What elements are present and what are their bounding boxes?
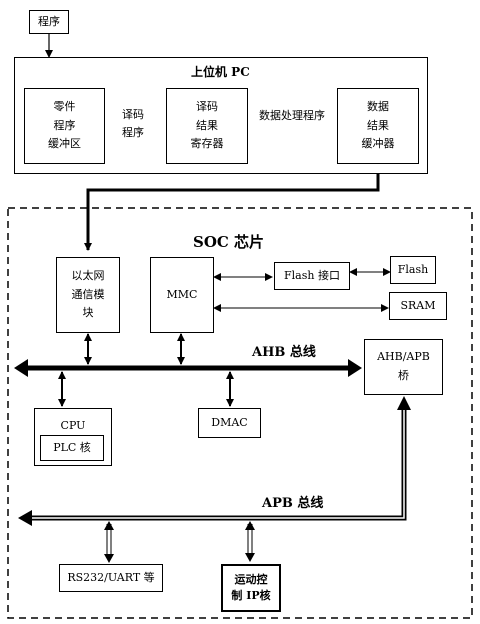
cpu-label: CPU	[60, 419, 86, 432]
process-arrow-label: 数据处理程序	[259, 109, 325, 122]
motion-apb-bottom-head	[245, 553, 255, 562]
dmac-box: DMAC	[198, 408, 261, 438]
ethernet-box: 以太网 通信模 块	[56, 257, 120, 333]
motion-apb-top-head	[245, 521, 255, 530]
rs232-uart-box: RS232/UART 等	[59, 564, 163, 592]
rs232-apb-bottom-head	[104, 554, 114, 563]
part-buffer-box: 零件 程序 缓冲区	[24, 88, 105, 164]
ahb-bus-left-head	[14, 359, 28, 377]
motion-control-ip-box: 运动控 制 IP核	[221, 564, 281, 612]
mmc-box: MMC	[150, 257, 214, 333]
sram-box: SRAM	[389, 292, 447, 320]
flash-interface-box: Flash 接口	[274, 262, 350, 290]
plc-core-box: PLC 核	[40, 435, 104, 461]
rs232-apb-top-head	[104, 521, 114, 530]
ahb-bus-right-head	[348, 359, 362, 377]
program-box: 程序	[29, 10, 69, 34]
pc-to-ethernet-line	[84, 164, 380, 251]
data-buffer-box: 数据 结果 缓冲器	[337, 88, 419, 164]
decode-register-box: 译码 结果 寄存器	[166, 88, 248, 164]
soc-title: SOC 芯片	[193, 233, 265, 251]
apb-bus-label: APB 总线	[262, 496, 324, 511]
decode-arrow-label: 译码 程序	[122, 108, 144, 139]
bridge-apb-line-inner	[30, 408, 405, 519]
ahb-apb-bridge-box: AHB/APB 桥	[364, 339, 443, 395]
soc-chip-border	[7, 207, 473, 619]
ahb-bus-label: AHB 总线	[252, 345, 316, 360]
bridge-apb-up-head	[397, 396, 411, 410]
pc-title: 上位机 PC	[191, 65, 250, 79]
flash-box: Flash	[390, 256, 436, 284]
apb-bus-left-head	[18, 510, 32, 526]
